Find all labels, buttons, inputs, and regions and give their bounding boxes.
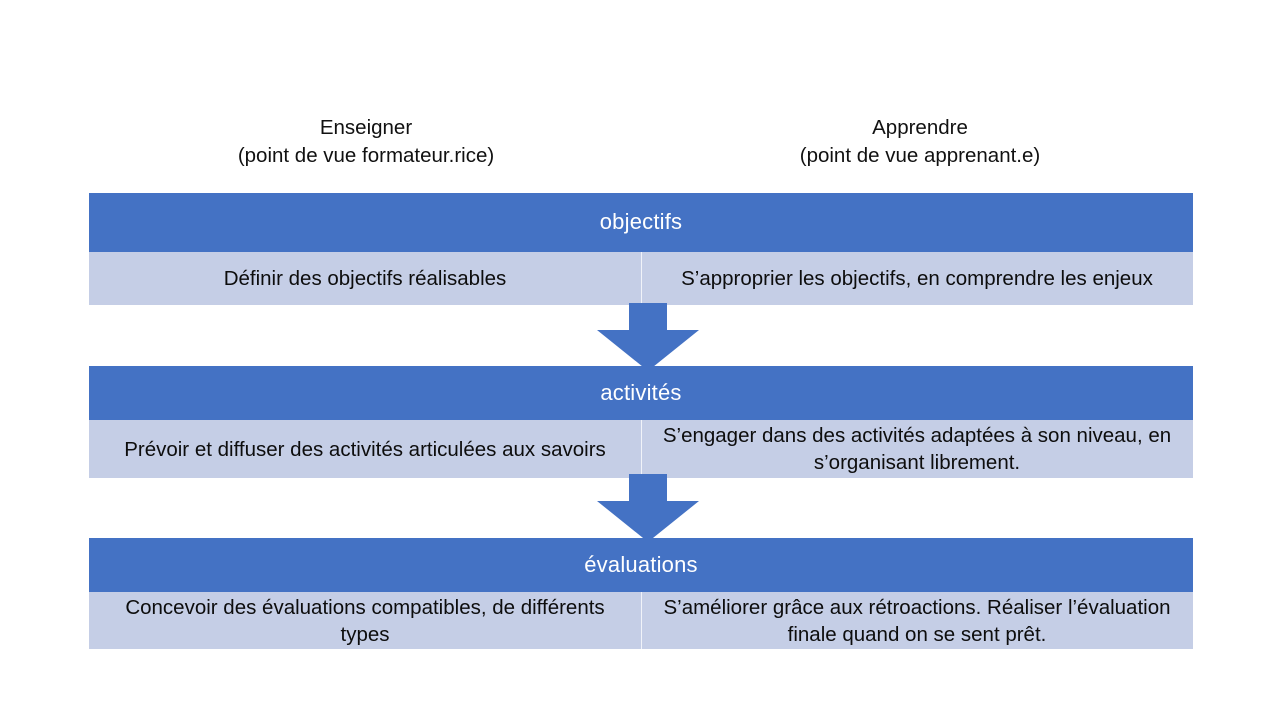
column-header-teaching-title: Enseigner xyxy=(319,116,413,139)
column-header-teaching-subtitle: (point de vue formateur.rice) xyxy=(237,144,495,167)
column-header-learning: Apprendre (point de vue apprenant.e) xyxy=(720,114,1120,170)
stage-objectifs-title: objectifs xyxy=(89,193,1193,252)
stage-objectifs-teaching-cell: Définir des objectifs réalisables xyxy=(223,267,507,290)
stage-objectifs-body: Définir des objectifs réalisables S’appr… xyxy=(89,252,1193,305)
stage-activites-learning-cell: S’engager dans des activités adaptées à … xyxy=(662,424,1172,474)
stage-activites-teaching-cell: Prévoir et diffuser des activités articu… xyxy=(124,437,606,461)
down-arrow-icon xyxy=(597,474,699,542)
column-header-learning-title: Apprendre xyxy=(872,116,968,139)
down-arrow-icon xyxy=(597,303,699,371)
stage-objectifs-learning-cell: S’approprier les objectifs, en comprendr… xyxy=(681,267,1153,290)
stage-evaluations-learning-cell: S’améliorer grâce aux rétroactions. Réal… xyxy=(663,595,1171,646)
stage-evaluations: évaluations Concevoir des évaluations co… xyxy=(89,538,1193,649)
column-header-teaching: Enseigner (point de vue formateur.rice) xyxy=(166,114,566,170)
stage-evaluations-title: évaluations xyxy=(89,538,1193,592)
stage-activites-title: activités xyxy=(89,366,1193,420)
column-header-learning-subtitle: (point de vue apprenant.e) xyxy=(799,144,1041,167)
stage-evaluations-body: Concevoir des évaluations compatibles, d… xyxy=(89,592,1193,649)
stage-objectifs: objectifs Définir des objectifs réalisab… xyxy=(89,193,1193,305)
stage-evaluations-teaching-cell: Concevoir des évaluations compatibles, d… xyxy=(125,595,605,646)
stage-activites: activités Prévoir et diffuser des activi… xyxy=(89,366,1193,478)
stage-activites-body: Prévoir et diffuser des activités articu… xyxy=(89,420,1193,478)
